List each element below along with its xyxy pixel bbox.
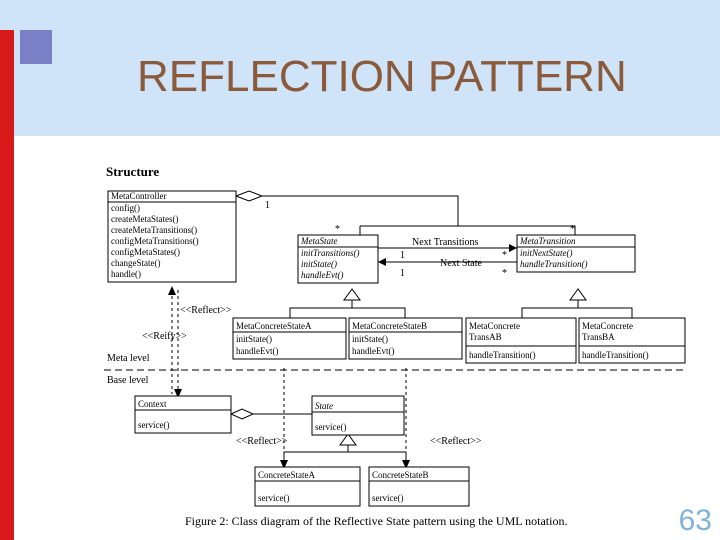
inheritance-triangle-metatransition	[569, 288, 587, 301]
next-transitions-label: Next Transitions	[412, 237, 479, 248]
class-method: handleTransition()	[469, 350, 536, 360]
class-method: service()	[372, 493, 403, 503]
class-method: initState()	[236, 334, 272, 344]
class-box-frame	[465, 317, 577, 364]
class-box-context: Context service()	[134, 395, 232, 434]
class-method: createMetaTransitions()	[111, 225, 197, 235]
class-name: MetaController	[111, 191, 167, 201]
next-transitions-arrow	[509, 244, 517, 252]
arrowheads	[168, 190, 587, 469]
class-box-frame	[107, 190, 237, 283]
class-name: Context	[138, 399, 167, 409]
class-method: changeState()	[111, 258, 160, 268]
class-name: MetaTransition	[519, 236, 576, 246]
class-box-frame	[232, 317, 347, 360]
class-name: MetaState	[300, 236, 338, 246]
class-method: createMetaStates()	[111, 214, 178, 224]
class-method: configMetaStates()	[111, 247, 180, 257]
multiplicity-label: 1	[400, 250, 405, 261]
class-box-meta-controller: MetaController config()createMetaStates()…	[107, 190, 237, 283]
class-box-frame	[516, 234, 636, 273]
class-box-meta-state: MetaState initTransitions()initState()han…	[297, 234, 379, 284]
class-method: handleTransition()	[520, 259, 588, 269]
class-box-frame	[297, 234, 379, 284]
class-name: MetaConcreteStateA	[236, 321, 312, 331]
multiplicity-label: 1	[265, 200, 270, 211]
class-method: initState()	[301, 259, 337, 269]
class-method: initState()	[352, 334, 388, 344]
class-box-meta-concrete-state-b: MetaConcreteStateB initState() handleEvt()	[348, 317, 463, 360]
class-name: MetaConcreteStateB	[352, 321, 427, 331]
class-method: config()	[111, 203, 140, 213]
class-method: service()	[315, 422, 346, 432]
reflect-label: <<Reflect>>	[180, 305, 232, 316]
class-box-frame	[368, 466, 470, 507]
aggregation-diamond-context	[229, 408, 255, 420]
slide-title: REFLECTION PATTERN	[137, 52, 627, 101]
multiplicity-label: *	[335, 224, 340, 235]
reify-label: <<Reify>>	[142, 331, 187, 342]
multiplicity-label: *	[502, 268, 507, 279]
class-method: handle()	[111, 269, 141, 279]
reflect-label: <<Reflect>>	[236, 436, 288, 447]
next-state-label: Next State	[440, 258, 482, 269]
header-band	[0, 0, 720, 136]
connector-labels: 1 * * Next Transitions Next State 1 * 1 …	[107, 200, 575, 447]
class-method: service()	[258, 493, 289, 503]
class-name: ConcreteStateB	[372, 470, 428, 480]
class-name: TransBA	[582, 332, 615, 342]
next-state-arrow	[378, 258, 386, 266]
class-box-frame	[134, 395, 232, 434]
class-method: handleEvt()	[352, 346, 394, 356]
reflect-label: <<Reflect>>	[430, 436, 482, 447]
inheritance-triangle-metastate	[343, 288, 361, 301]
figure-caption: Figure 2: Class diagram of the Reflectiv…	[185, 514, 567, 528]
class-method: configMetaTransitions()	[111, 236, 199, 246]
class-name: MetaConcrete	[469, 321, 520, 331]
class-box-frame	[578, 317, 686, 364]
class-method: handleTransition()	[582, 350, 649, 360]
reify-arrow	[174, 389, 182, 398]
class-box-frame	[254, 466, 361, 507]
class-box-meta-transition: MetaTransition initNextState()handleTrans…	[516, 234, 636, 273]
inheritance-triangle-state	[339, 433, 357, 446]
multiplicity-label: 1	[400, 268, 405, 279]
class-box-concrete-state-a: ConcreteStateA service()	[254, 466, 361, 507]
class-box-meta-concrete-state-a: MetaConcreteStateA initState() handleEvt()	[232, 317, 347, 360]
class-box-state: State service()	[311, 395, 405, 436]
multiplicity-label: *	[502, 250, 507, 261]
accent-bar	[0, 30, 14, 540]
class-method: initNextState()	[520, 248, 572, 258]
class-method: service()	[138, 420, 169, 430]
base-level-label: Base level	[107, 375, 149, 386]
class-name: State	[315, 401, 333, 411]
page-number: 63	[678, 504, 712, 537]
class-method: handleEvt()	[236, 346, 278, 356]
class-box-frame	[311, 395, 405, 436]
class-method: initTransitions()	[301, 248, 360, 258]
structure-heading: Structure	[106, 164, 159, 179]
class-box-concrete-state-b: ConcreteStateB service()	[368, 466, 470, 507]
class-box-frame	[348, 317, 463, 360]
reflect-arrow-a	[280, 460, 288, 469]
reflect-arrow-b	[402, 460, 410, 469]
class-name: ConcreteStateA	[258, 470, 315, 480]
class-method: handleEvt()	[301, 270, 343, 280]
meta-level-label: Meta level	[107, 353, 150, 364]
class-boxes: MetaController config()createMetaStates()…	[107, 190, 686, 507]
accent-square	[20, 30, 52, 64]
connectors	[104, 195, 686, 467]
reflect-arrow	[168, 286, 176, 295]
class-name: MetaConcrete	[582, 321, 633, 331]
aggregation-diamond	[234, 190, 264, 202]
multiplicity-label: *	[570, 224, 575, 235]
class-name: TransAB	[469, 332, 502, 342]
